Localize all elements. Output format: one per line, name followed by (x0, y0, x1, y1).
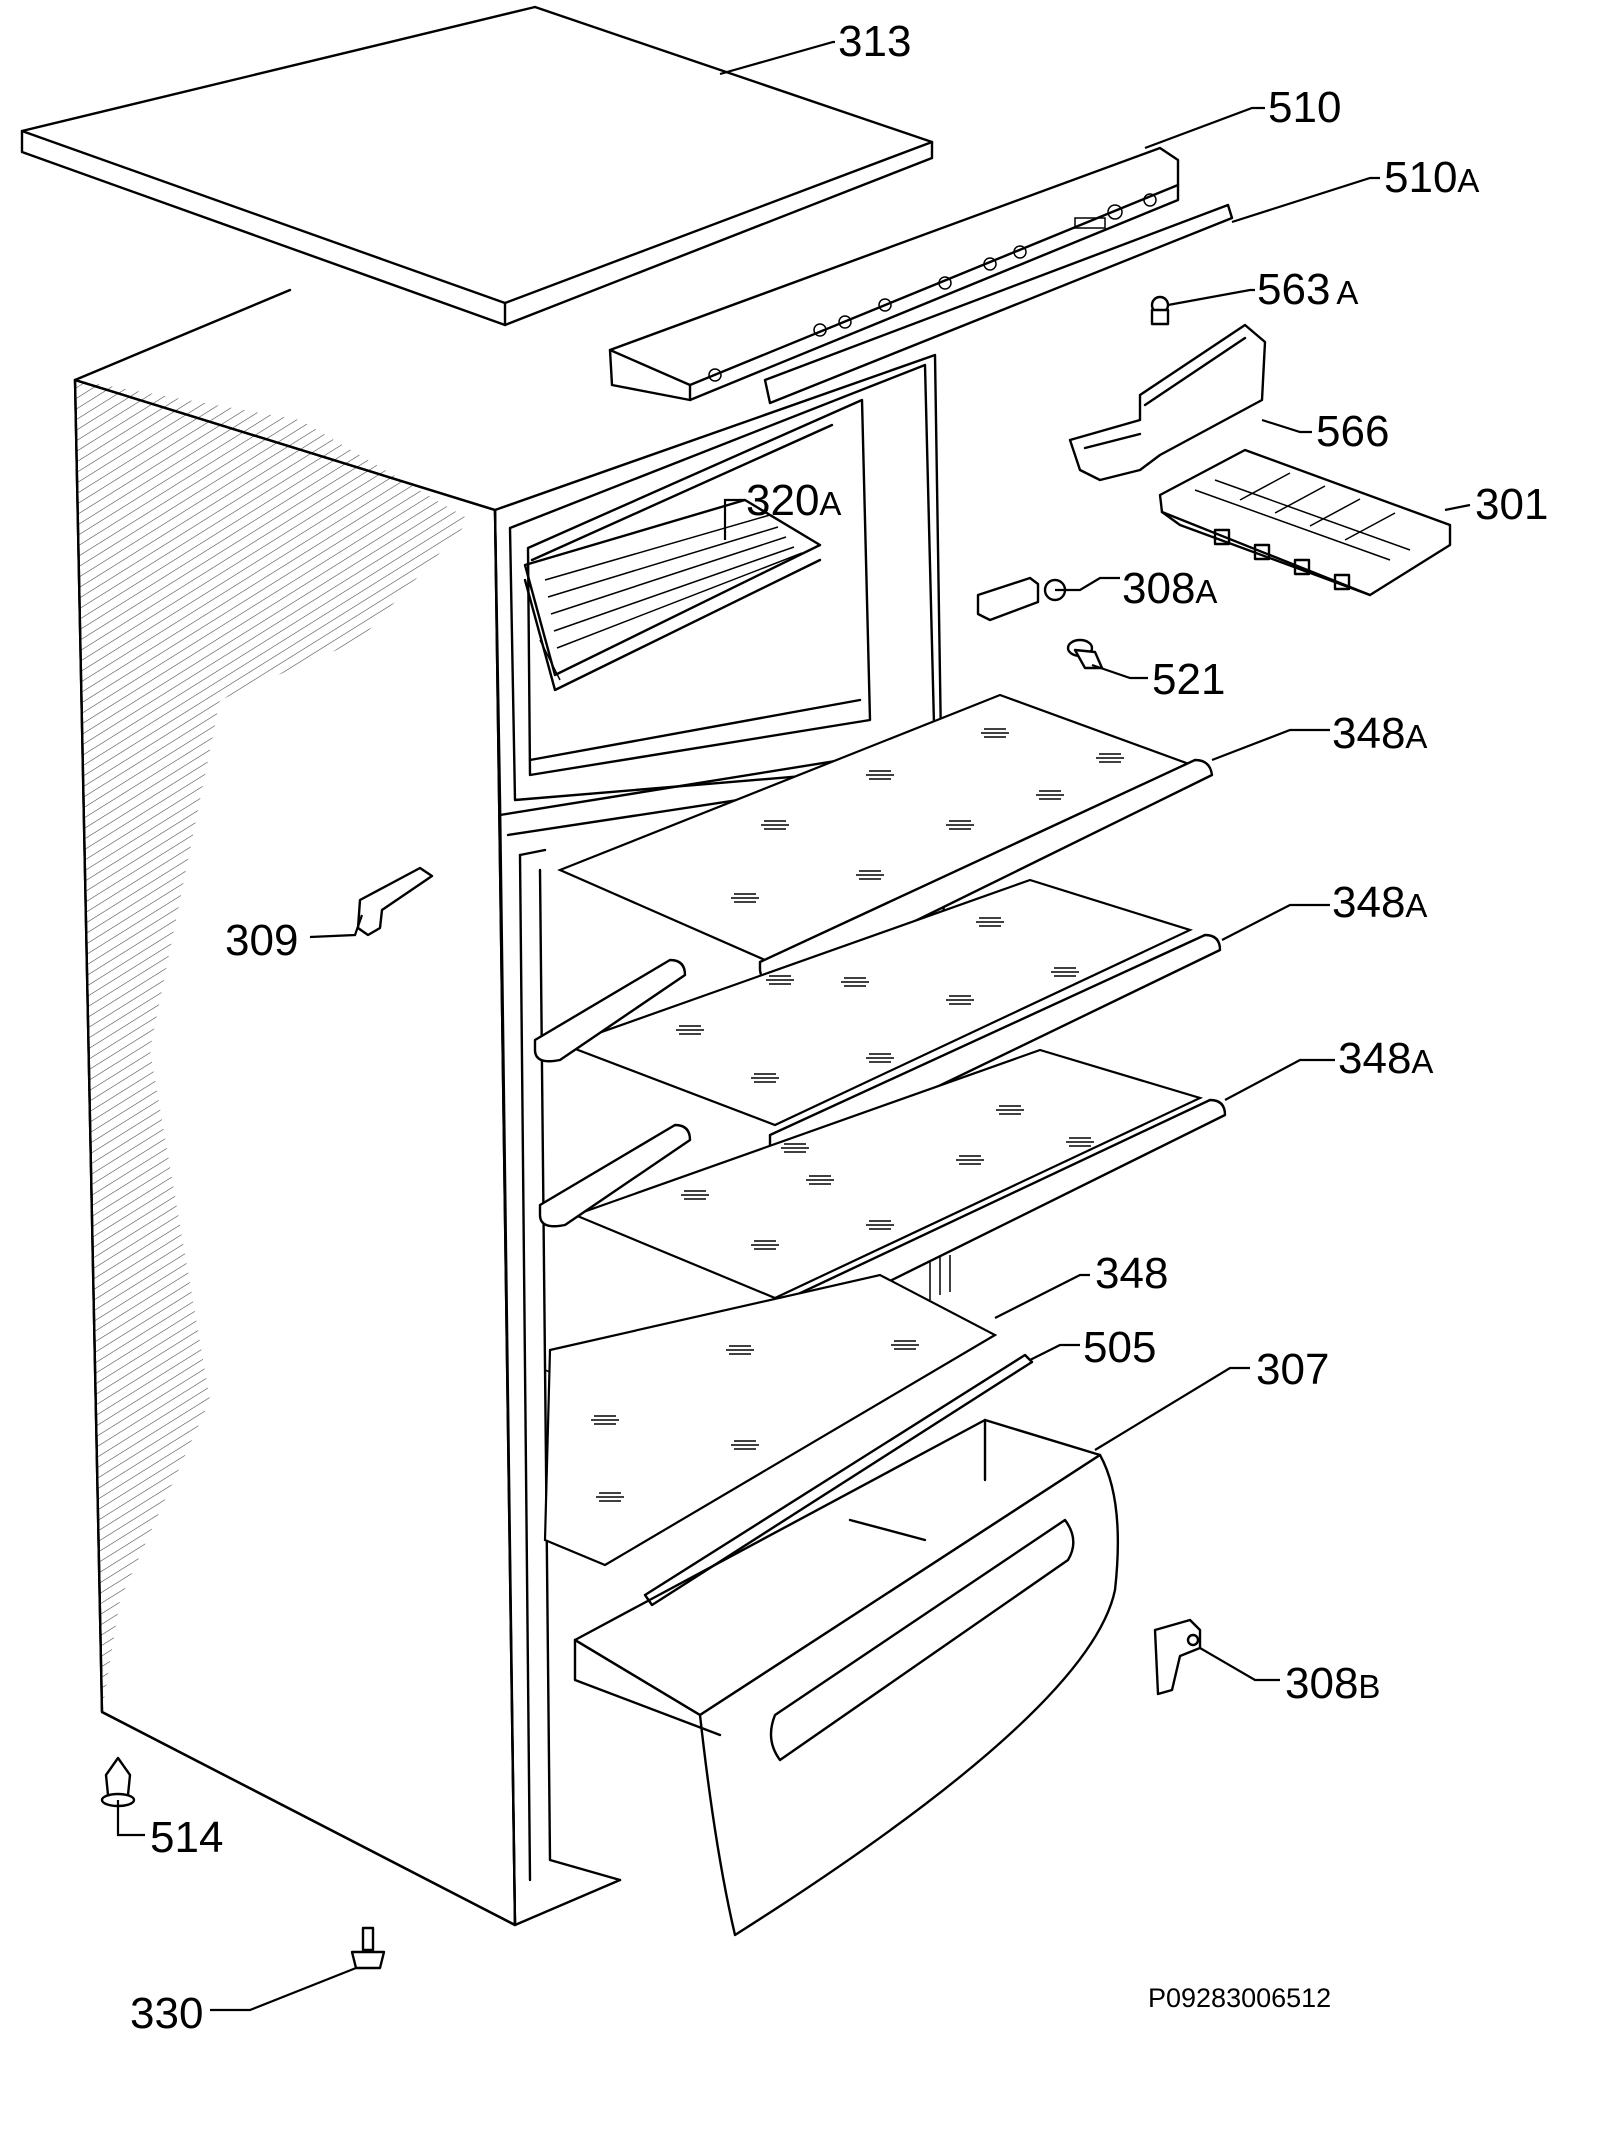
control-panel (608, 146, 1180, 402)
leader-lines (116, 40, 1471, 2012)
label-348a-2: 348A (1332, 878, 1427, 927)
freezer-rack (523, 498, 822, 692)
foot-330 (350, 1926, 386, 1970)
label-301: 301 (1475, 480, 1548, 529)
label-348a-3: 348A (1338, 1034, 1433, 1083)
label-521: 521 (1152, 655, 1225, 704)
label-514: 514 (150, 1813, 223, 1862)
crisper-drawer (573, 1418, 1120, 1937)
bottom-hinge (1153, 1618, 1202, 1696)
label-308b: 308B (1285, 1659, 1380, 1708)
label-313: 313 (838, 17, 911, 66)
shelf-2 (533, 878, 1222, 1160)
label-307: 307 (1256, 1345, 1329, 1394)
foot-514 (100, 1756, 136, 1808)
label-348: 348 (1095, 1249, 1168, 1298)
top-hinge (976, 576, 1067, 622)
label-510: 510 (1268, 83, 1341, 132)
label-566: 566 (1316, 407, 1389, 456)
shelf-3 (538, 1048, 1227, 1330)
drawing-code: P09283006512 (1148, 1983, 1331, 2013)
label-308a: 308A (1122, 564, 1217, 613)
bracket-309 (356, 866, 434, 937)
label-510a: 510A (1384, 153, 1479, 202)
panel-strip (763, 203, 1234, 405)
shelf-bottom (543, 1273, 1034, 1607)
label-348a-1: 348A (1332, 709, 1427, 758)
label-330: 330 (130, 1989, 203, 2038)
label-309: 309 (225, 916, 298, 965)
shelf-1 (557, 693, 1214, 987)
top-cover (20, 5, 934, 327)
cabinet (73, 288, 951, 1927)
label-505: 505 (1083, 1323, 1156, 1372)
screw-563a (1150, 295, 1170, 326)
bushing-521 (1066, 638, 1104, 670)
label-320a: 320A (746, 476, 841, 525)
ice-cube-tray (1158, 448, 1452, 597)
ice-tray-holder (1068, 323, 1267, 482)
